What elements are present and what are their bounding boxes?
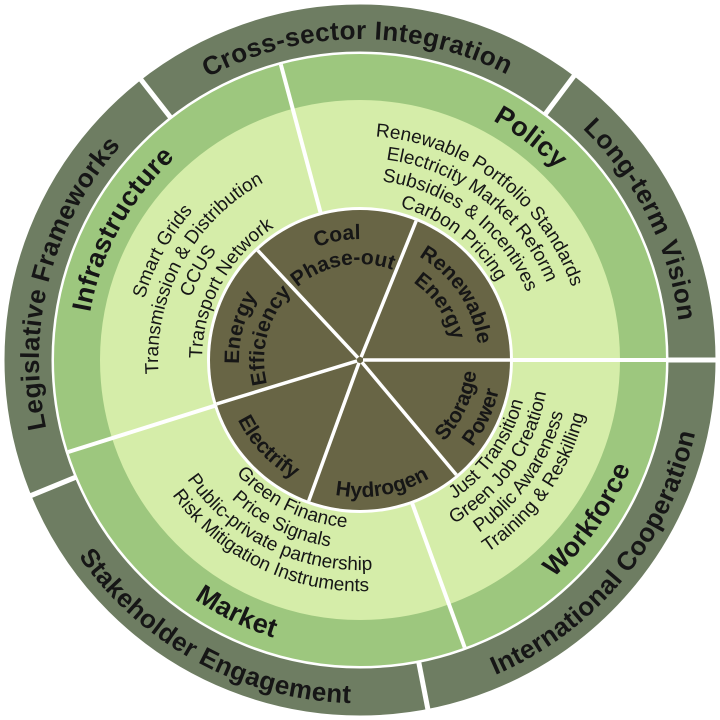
outer-ring-divider: [28, 474, 78, 499]
outer-ring-divider: [542, 73, 577, 117]
core-divider: [256, 249, 360, 359]
core-divider: [216, 359, 358, 406]
core-divider: [360, 361, 458, 477]
sector-divider: [410, 502, 467, 649]
sector-divider: [278, 63, 323, 214]
outer-ring-divider: [416, 660, 431, 711]
outer-ring-divider: [138, 77, 173, 120]
divider-lines: [28, 63, 717, 711]
core-divider: [359, 220, 418, 358]
sector-divider: [67, 403, 216, 454]
core-divider: [307, 362, 361, 502]
core-circle: [210, 210, 510, 510]
